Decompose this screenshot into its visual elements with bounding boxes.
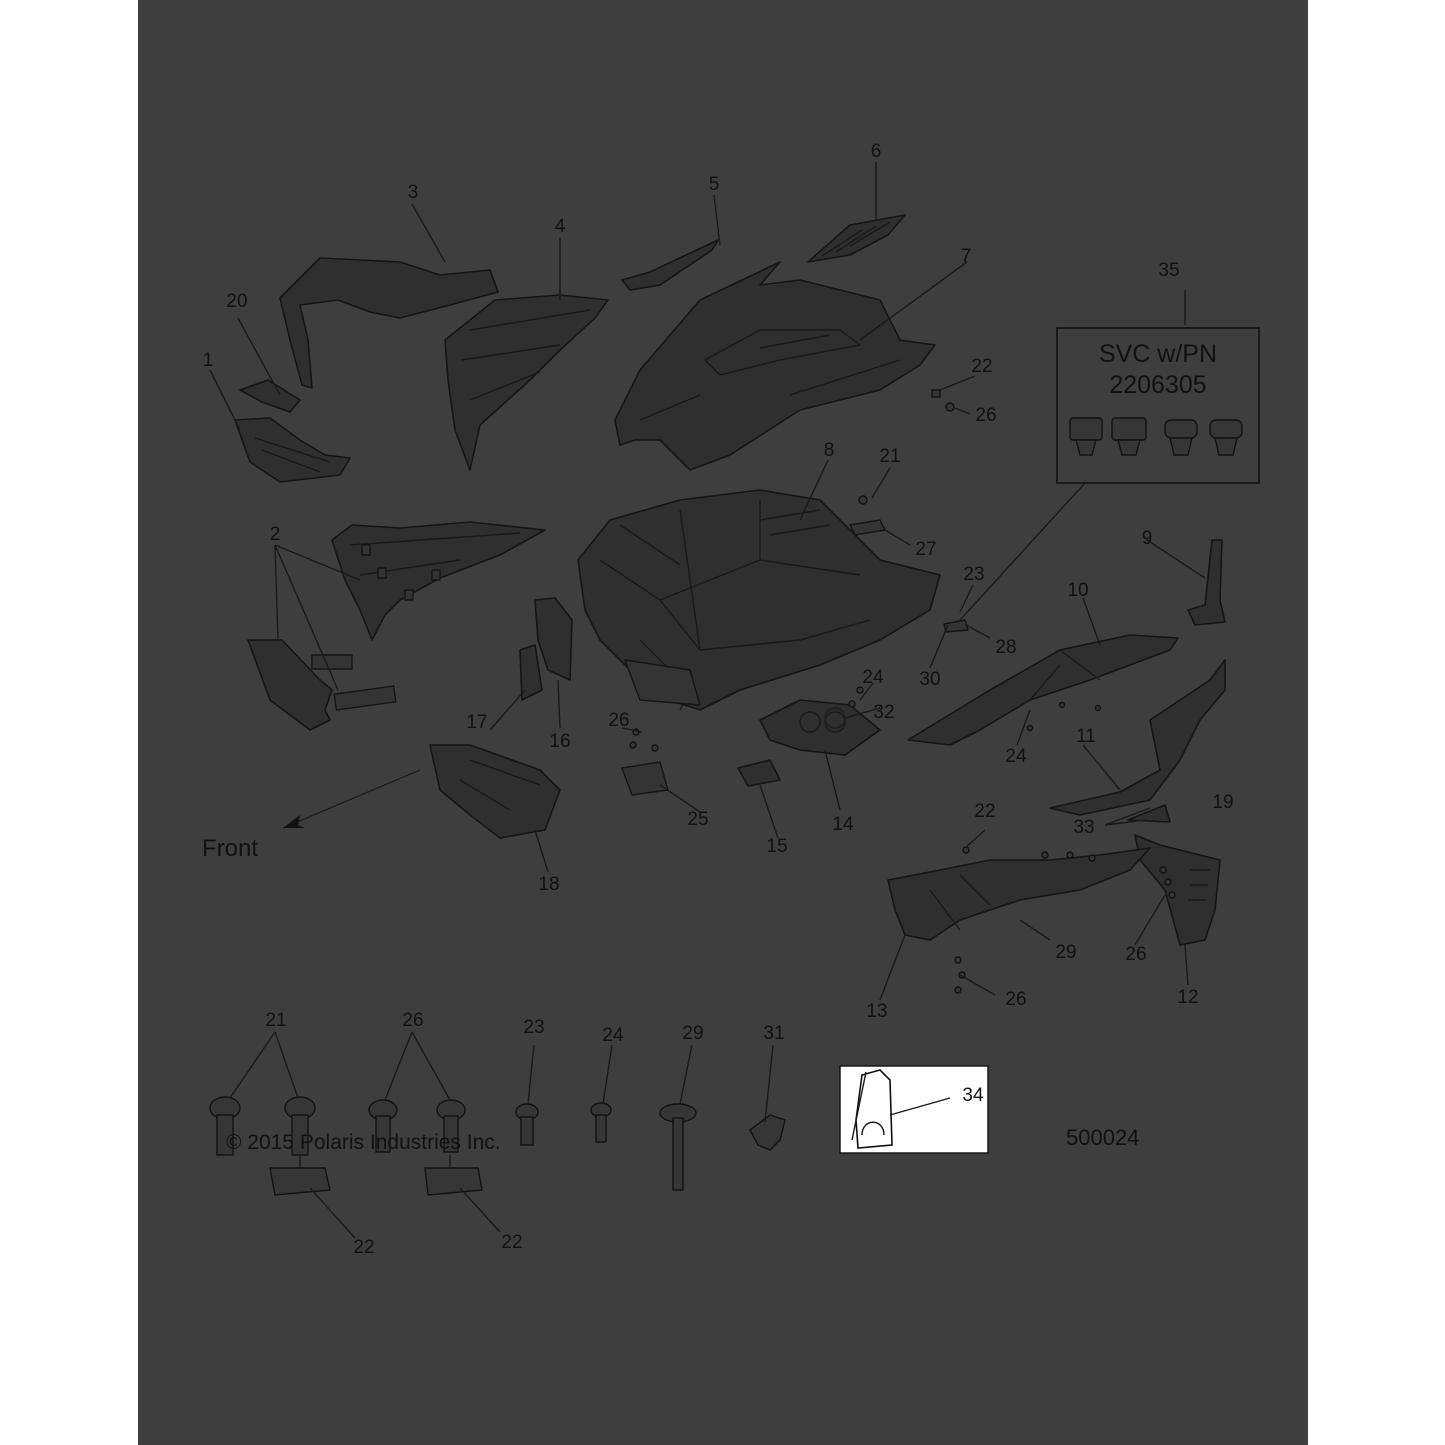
- callout-13: 13: [866, 1001, 887, 1022]
- callout-35: 35: [1158, 260, 1179, 281]
- callout-33: 33: [1073, 817, 1094, 838]
- callout-22-upper: 22: [971, 356, 992, 377]
- part-1-front-panel: [234, 417, 351, 483]
- callout-hw-23: 23: [523, 1017, 544, 1038]
- part-27-plate: [849, 519, 886, 536]
- clip-nut-22-b: [424, 1167, 483, 1196]
- hardware-row: [209, 1065, 989, 1196]
- callout-26-a: 26: [975, 405, 996, 426]
- part-25-plate: [621, 761, 669, 796]
- part-5-trim-strip: [621, 239, 719, 291]
- callout-23: 23: [963, 564, 984, 585]
- part-11-side-panel: [1049, 659, 1226, 816]
- part-4-side-panel: [444, 294, 609, 471]
- diagram-sheet: SVC w/PN 2206305: [138, 0, 1308, 1445]
- callout-12: 12: [1177, 987, 1198, 1008]
- clip-nut-22-a: [269, 1167, 331, 1196]
- callout-labels: 1 2 3 4 5 6 7 8 9 10 11 12 13 14 15 16 1…: [202, 141, 1234, 1258]
- part-13-lower-panel: [887, 847, 1151, 941]
- push-clip-31: [749, 1114, 786, 1151]
- part-28-tab: [943, 619, 969, 633]
- callout-5: 5: [709, 174, 720, 195]
- part-16-bracket: [534, 597, 573, 681]
- exploded-parts-diagram: SVC w/PN 2206305: [202, 141, 1260, 1258]
- callout-4: 4: [555, 216, 566, 237]
- part-14-headlight-housing: [759, 699, 881, 756]
- front-direction-arrow: [282, 769, 421, 829]
- callout-hw-34: 34: [962, 1085, 984, 1106]
- svc-line-1: SVC w/PN: [1099, 340, 1217, 368]
- part-19-bracket: [1127, 804, 1171, 823]
- diagram-number: 500024: [1066, 1125, 1139, 1150]
- part-7-hood: [614, 261, 936, 471]
- nut-22-upper: [931, 389, 941, 398]
- callout-2: 2: [270, 524, 281, 545]
- callout-16: 16: [549, 731, 570, 752]
- callout-27: 27: [915, 539, 936, 560]
- callout-hw-29: 29: [682, 1023, 703, 1044]
- callout-19: 19: [1212, 792, 1233, 813]
- part-6-vent-grille: [807, 214, 906, 263]
- part-20-trim: [239, 379, 301, 413]
- part-8-frame: [577, 489, 941, 711]
- callout-22-lower: 22: [974, 801, 995, 822]
- callout-10: 10: [1067, 580, 1088, 601]
- part-18-lower-duct: [429, 744, 561, 839]
- hardware-leaders: [229, 1031, 774, 1239]
- callout-29: 29: [1055, 942, 1076, 963]
- callout-14: 14: [832, 814, 854, 835]
- edge-trim-34: [855, 1069, 893, 1149]
- callout-hw-22-b: 22: [501, 1232, 522, 1253]
- callout-26-b: 26: [608, 710, 629, 731]
- callout-hw-31: 31: [763, 1023, 784, 1044]
- callout-17: 17: [466, 712, 487, 733]
- callout-hw-21: 21: [265, 1010, 286, 1031]
- copyright-text: © 2015 Polaris Industries Inc.: [226, 1131, 501, 1154]
- callout-8: 8: [824, 440, 835, 461]
- callout-11: 11: [1076, 726, 1096, 747]
- callout-9: 9: [1142, 528, 1153, 549]
- part-10-side-panel: [907, 634, 1179, 746]
- callout-hw-22-a: 22: [353, 1237, 374, 1258]
- callout-26-c: 26: [1125, 944, 1146, 965]
- callout-26-d: 26: [1005, 989, 1026, 1010]
- callout-25: 25: [687, 809, 708, 830]
- callout-32: 32: [873, 702, 894, 723]
- callout-24-b: 24: [1005, 746, 1027, 767]
- callout-24-a: 24: [862, 667, 884, 688]
- callout-20: 20: [226, 291, 247, 312]
- part-3-fairing-strip: [279, 257, 499, 389]
- callout-7: 7: [961, 246, 972, 267]
- callout-3: 3: [408, 182, 419, 203]
- screw-21-frame: [858, 495, 868, 505]
- part-17-clip: [519, 644, 543, 701]
- screw-26-upper: [945, 402, 955, 412]
- part-12-vent: [1134, 834, 1221, 946]
- part-9-trim: [1187, 539, 1226, 626]
- part-15-clip: [737, 759, 781, 787]
- callout-21: 21: [879, 446, 900, 467]
- callout-15: 15: [766, 836, 787, 857]
- callout-30: 30: [919, 669, 940, 690]
- callout-18: 18: [538, 874, 559, 895]
- front-label: Front: [202, 835, 258, 862]
- callout-hw-24: 24: [602, 1025, 624, 1046]
- part-2-side-panel: [247, 521, 546, 731]
- grommet-icons: [1069, 417, 1243, 456]
- callout-28: 28: [995, 637, 1016, 658]
- svc-line-2: 2206305: [1109, 371, 1206, 399]
- callout-hw-26: 26: [402, 1010, 423, 1031]
- callout-6: 6: [871, 141, 882, 162]
- callout-1: 1: [203, 350, 214, 371]
- leader-lines: [209, 162, 1206, 1001]
- service-kit-box: SVC w/PN 2206305: [1056, 327, 1260, 484]
